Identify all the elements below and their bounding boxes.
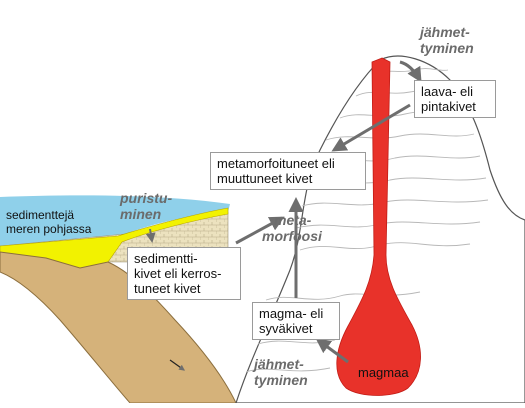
arrow-compaction [145, 228, 156, 243]
compaction-line-1: puristu- [120, 190, 173, 206]
metamorphism-label: meta- morfoosi [262, 212, 322, 244]
solidification-top-line-1: jähmet- [420, 24, 470, 40]
sedimentary-rocks-line-2: kivet eli kerros- [134, 266, 222, 281]
solidification-bottom-label: jähmet- tyminen [254, 356, 308, 388]
sea-sediments-line-2: meren pohjassa [6, 222, 92, 236]
metamorphic-rocks-box: metamorfoituneet eli muuttuneet kivet [210, 152, 366, 190]
arrow-magma-to-plutonic [315, 338, 349, 364]
volcanic-rocks-box: laava- eli pintakivet [414, 80, 496, 118]
arrow-vent-to-volcanic [399, 60, 422, 83]
metamorphism-line-1: meta- [274, 212, 312, 228]
sea-sediments-line-1: sedimenttejä [6, 208, 75, 222]
volcanic-rocks-line-1: laava- eli [421, 84, 474, 99]
metamorphic-rocks-line-1: metamorfoituneet eli [217, 156, 335, 171]
sediment-layer [0, 207, 229, 269]
plutonic-rocks-line-2: syväkivet [259, 321, 313, 336]
plutonic-rocks-line-1: magma- eli [259, 306, 324, 321]
solidification-bottom-line-2: tyminen [254, 372, 308, 388]
metamorphism-line-2: morfoosi [262, 228, 322, 244]
solidification-bottom-line-1: jähmet- [254, 356, 304, 372]
solidification-top-line-2: tyminen [420, 40, 474, 56]
plutonic-rocks-box: magma- eli syväkivet [252, 302, 340, 340]
sea-sediments-label: sedimenttejä meren pohjassa [6, 208, 91, 236]
solidification-top-label: jähmet- tyminen [420, 24, 474, 56]
volcanic-rocks-line-2: pintakivet [421, 99, 476, 114]
sea-water [0, 195, 230, 246]
sedimentary-rocks-line-1: sedimentti- [134, 251, 198, 266]
plate-motion-arrow [169, 359, 185, 371]
process-arrows [145, 60, 422, 364]
sedimentary-rocks-box: sedimentti- kivet eli kerros- tuneet kiv… [127, 247, 241, 300]
compaction-line-2: minen [120, 206, 162, 222]
magma-label: magmaa [358, 365, 409, 380]
compaction-label: puristu- minen [120, 190, 172, 222]
arrow-sedimentary-to-metamorphic [235, 216, 285, 245]
arrow-volcanic-to-metamorphic [331, 103, 411, 152]
magma-body [336, 57, 421, 396]
sedimentary-rocks-line-3: tuneet kivet [134, 281, 201, 296]
metamorphic-rocks-line-2: muuttuneet kivet [217, 171, 313, 186]
